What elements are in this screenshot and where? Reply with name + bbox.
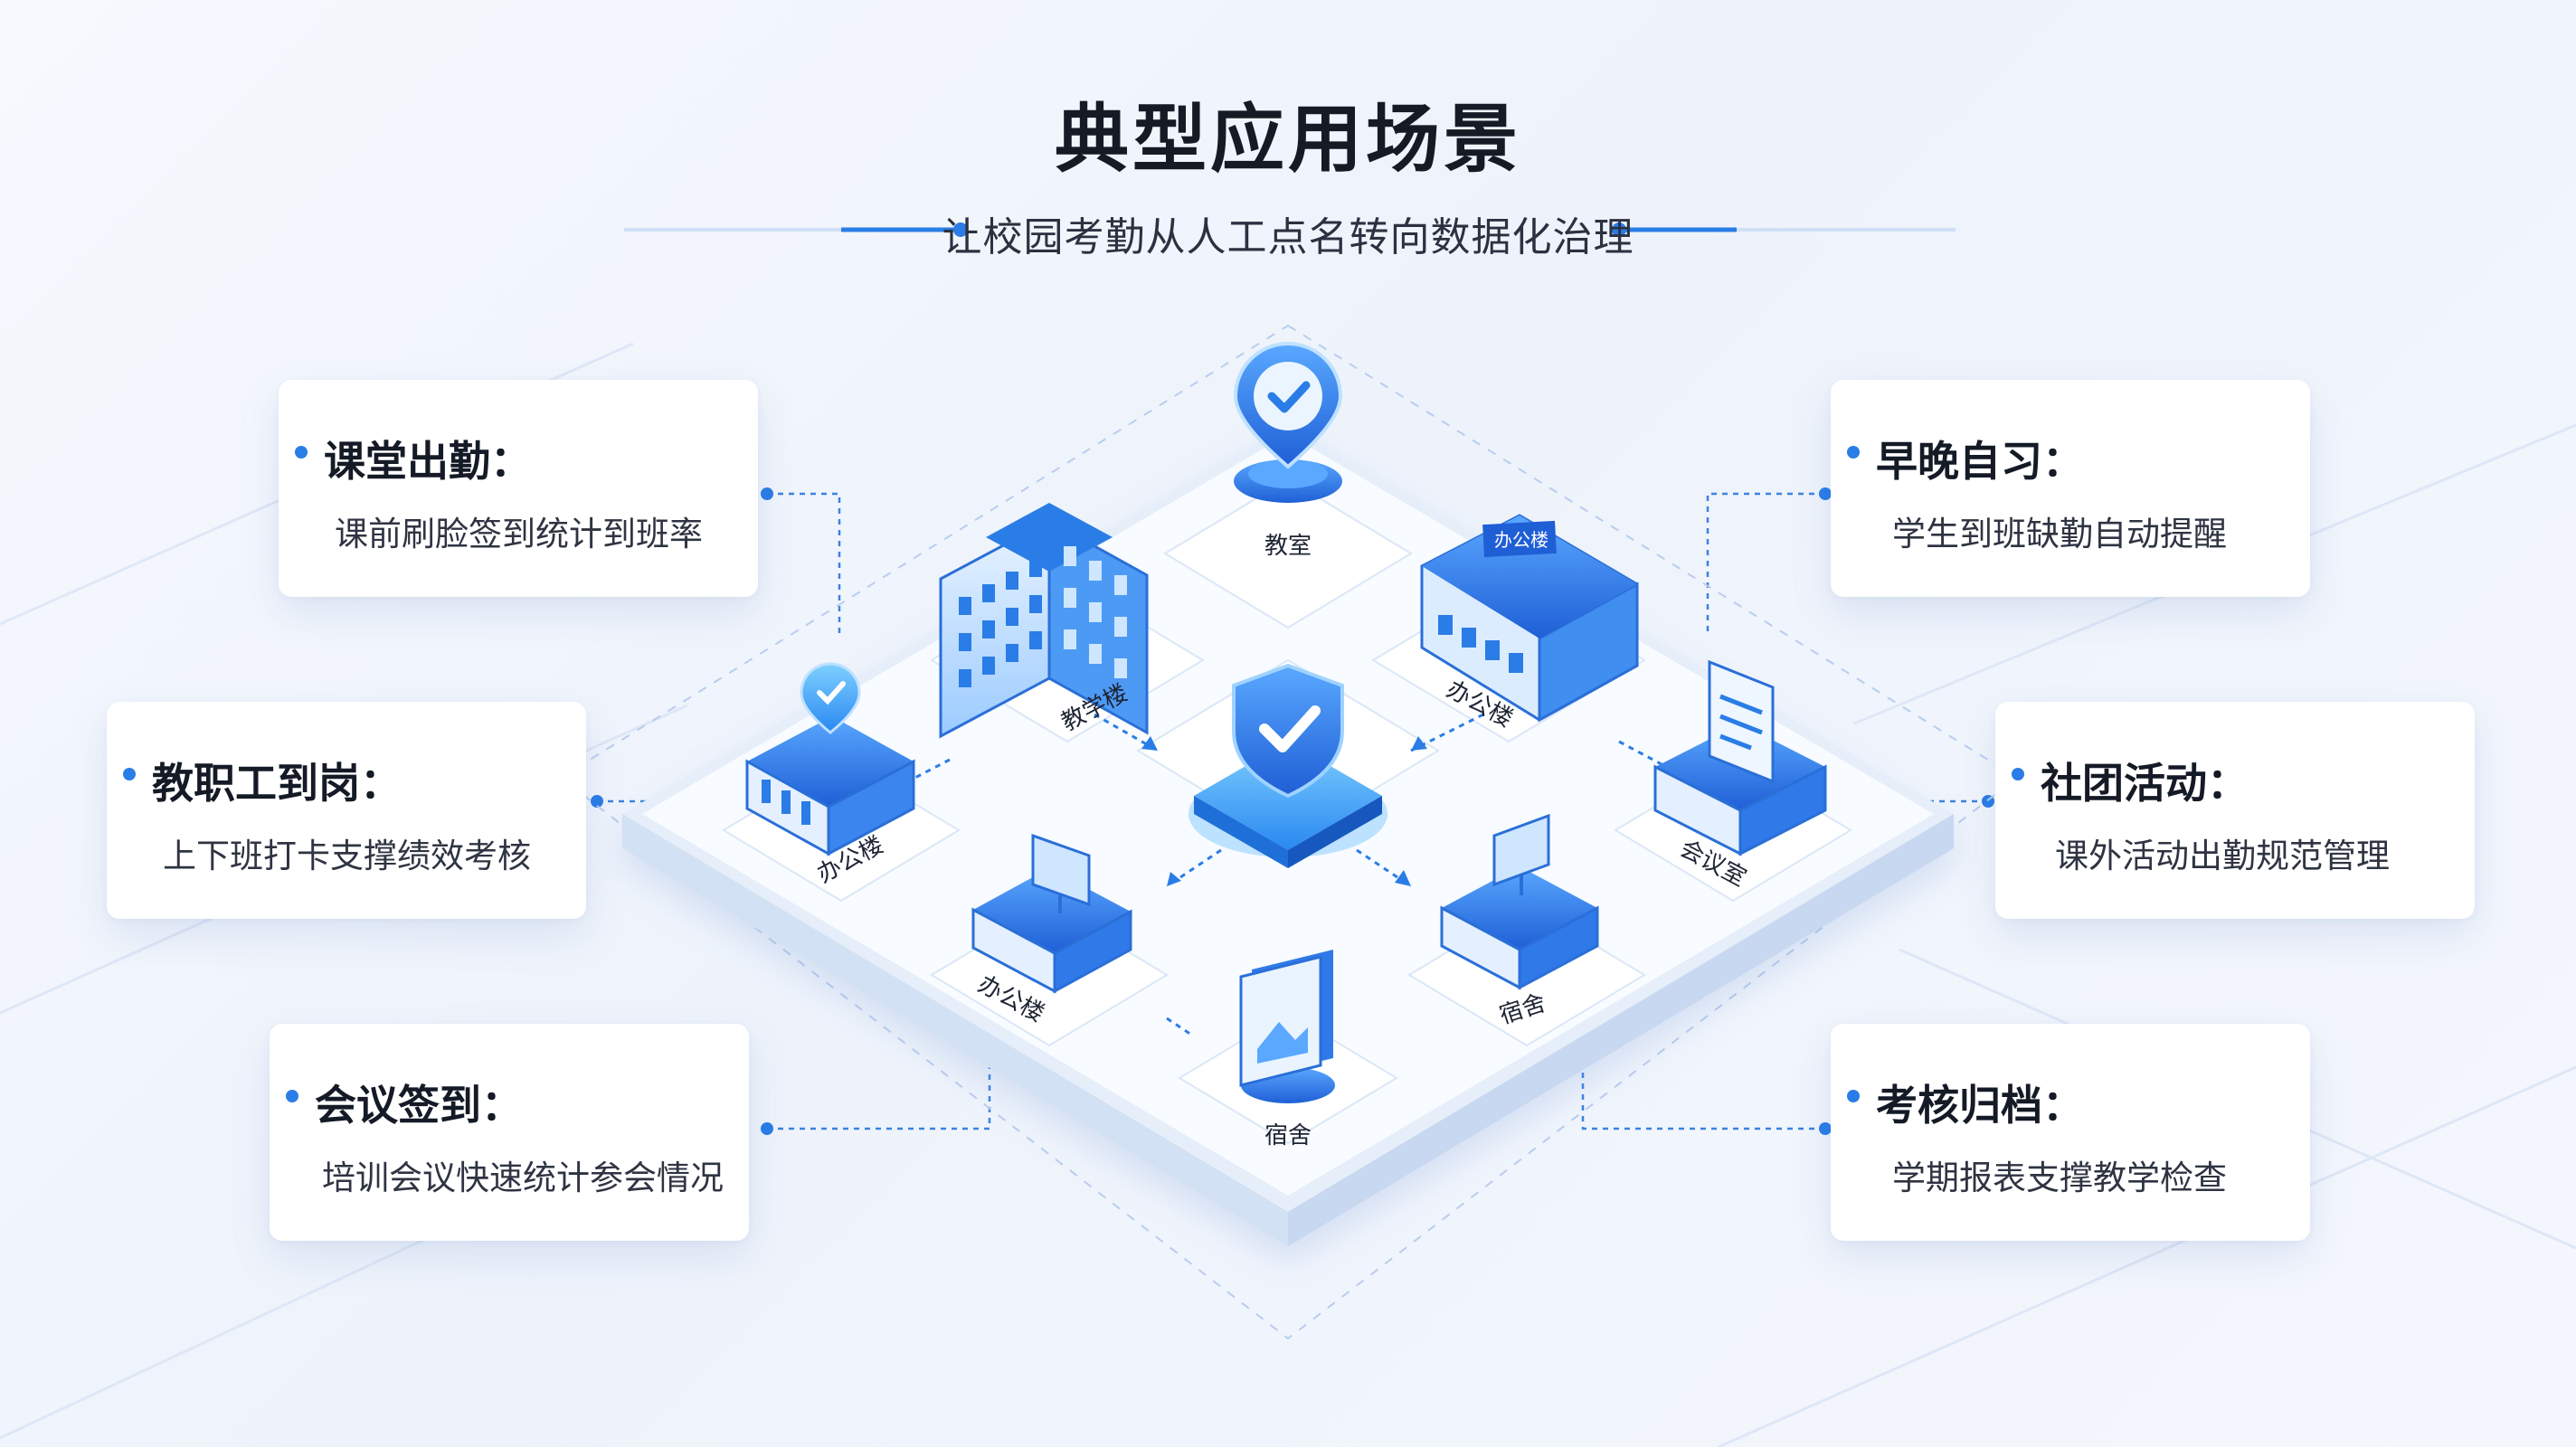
- arrow-heads: [1141, 736, 1427, 886]
- scenario-card-club: 社团活动： 课外活动出勤规范管理: [1995, 702, 2475, 919]
- small-office-pin-icon: [745, 662, 915, 856]
- card-description: 学期报表支撑教学检查: [1892, 1159, 2227, 1197]
- card-description: 上下班打卡支撑绩效考核: [163, 837, 531, 875]
- card-title: 考核归档：: [1876, 1081, 2084, 1130]
- card-title: 教职工到岗：: [152, 759, 402, 808]
- document-tray-icon: [1653, 659, 1827, 856]
- scenario-card-self-study: 早晚自习： 学生到班缺勤自动提醒: [1831, 380, 2310, 597]
- card-title: 会议签到：: [315, 1081, 523, 1130]
- title-left-decor: [624, 222, 968, 237]
- card-description: 课外活动出勤规范管理: [2055, 837, 2390, 875]
- outer-dashed-outline: [559, 324, 2019, 1340]
- page-title: 典型应用场景: [1054, 97, 1521, 183]
- connector-dots: [591, 487, 1994, 1135]
- bullet-dot: [2012, 768, 2024, 780]
- title-area: 典型应用场景: [0, 90, 2576, 237]
- node-label-dorm-bottom: 宿舍: [1264, 1122, 1312, 1149]
- building-sign-text: 办公楼: [1494, 529, 1548, 551]
- bullet-dot: [1847, 1090, 1860, 1102]
- card-title: 早晚自习：: [1876, 437, 2084, 486]
- scenario-card-staff: 教职工到岗： 上下班打卡支撑绩效考核: [107, 702, 586, 919]
- bullet-dot: [1847, 446, 1860, 459]
- node-label-classroom: 教室: [1264, 533, 1312, 560]
- shield-check-icon: [1189, 663, 1387, 868]
- card-description: 学生到班缺勤自动提醒: [1892, 515, 2227, 553]
- photo-stack-icon: [1239, 950, 1335, 1103]
- desk-computer-icon: [1440, 813, 1599, 990]
- bullet-dot: [123, 768, 136, 780]
- page-subtitle: 让校园考勤从人工点名转向数据化治理: [942, 214, 1634, 260]
- title-right-decor: [1612, 222, 1956, 237]
- scenario-card-meeting: 会议签到： 培训会议快速统计参会情况: [270, 1024, 749, 1241]
- card-description: 培训会议快速统计参会情况: [322, 1159, 724, 1197]
- card-title: 社团活动：: [2041, 759, 2249, 808]
- desk-computer-icon: [971, 833, 1132, 994]
- scenario-card-archive: 考核归档： 学期报表支撑教学检查: [1831, 1024, 2310, 1241]
- building-icon: [939, 503, 1149, 739]
- scenario-card-classroom: 课堂出勤： 课前刷脸签到统计到班率: [279, 380, 758, 597]
- location-check-icon: [1233, 342, 1343, 503]
- office-building-icon: 办公楼: [1420, 514, 1639, 723]
- card-title: 课堂出勤：: [324, 437, 532, 486]
- bullet-dot: [295, 446, 308, 459]
- card-description: 课前刷脸签到统计到班率: [335, 515, 703, 553]
- bullet-dot: [286, 1090, 298, 1102]
